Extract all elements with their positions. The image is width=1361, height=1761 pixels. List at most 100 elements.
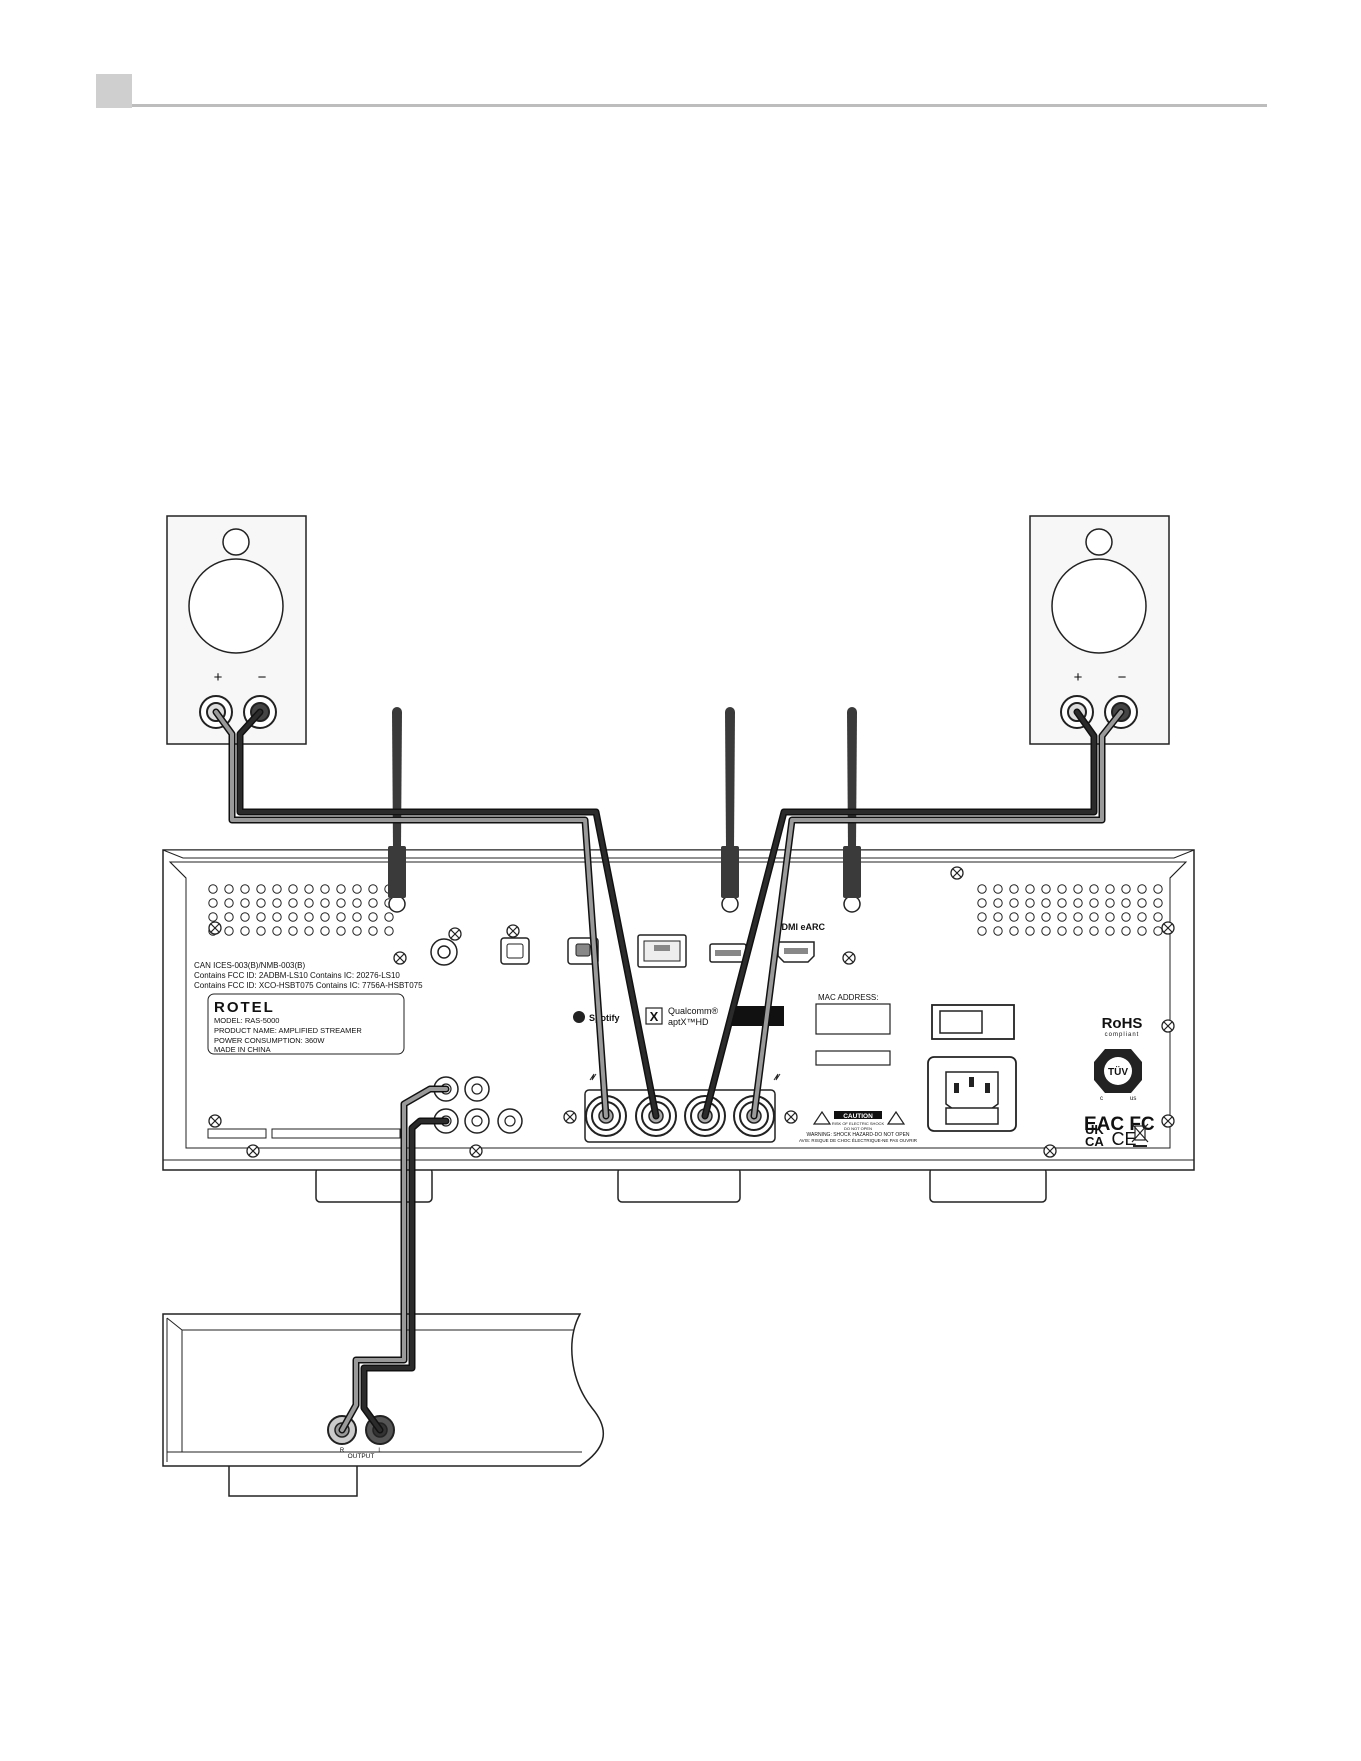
vent-hole <box>352 898 362 908</box>
qualcomm-icon-glyph: X <box>650 1009 659 1024</box>
vent-hole <box>1137 884 1147 894</box>
vent-hole <box>1121 898 1131 908</box>
vent-grid-right <box>977 884 1163 936</box>
vent-hole <box>1105 926 1115 936</box>
vent-hole <box>352 912 362 922</box>
output-label: OUTPUT <box>348 1453 375 1460</box>
rating-label <box>207 993 405 1055</box>
vent-hole <box>272 926 282 936</box>
shock-warning-icon <box>589 1073 597 1081</box>
header-rule <box>132 104 1267 107</box>
vent-hole <box>1041 898 1051 908</box>
model-text: MODEL: RAS-5000 <box>214 1016 279 1025</box>
vent-hole <box>304 912 314 922</box>
woofer-left <box>188 558 284 654</box>
caution-line-2: DO NOT OPEN <box>844 1126 872 1131</box>
vent-hole <box>1153 884 1163 894</box>
vent-hole <box>288 884 298 894</box>
vent-hole <box>288 898 298 908</box>
vent-hole <box>1057 912 1067 922</box>
vent-hole <box>1089 898 1099 908</box>
power-text: POWER CONSUMPTION: 360W <box>214 1036 325 1045</box>
vent-hole <box>1153 926 1163 936</box>
warning-line-2: AVIS: RISQUE DE CHOC ÉLECTRIQUE-NE PAS O… <box>799 1137 918 1143</box>
vent-hole <box>272 912 282 922</box>
spotify-text: Spotify <box>589 1013 620 1023</box>
vent-hole <box>256 912 266 922</box>
wifi-antennas <box>388 707 861 898</box>
qualcomm-text: Qualcomm® <box>668 1006 719 1016</box>
vent-hole <box>304 898 314 908</box>
vent-hole <box>993 912 1003 922</box>
vent-hole <box>977 898 987 908</box>
vent-grid-left <box>208 884 394 936</box>
vent-hole <box>1057 884 1067 894</box>
vent-hole <box>1089 926 1099 936</box>
vent-hole <box>1121 884 1131 894</box>
vent-hole <box>304 926 314 936</box>
foot <box>929 1167 1047 1203</box>
vent-hole <box>977 926 987 936</box>
speaker-left-plus-label: + <box>214 669 223 686</box>
vent-hole <box>1137 912 1147 922</box>
compliance-line-1: CAN ICES-003(B)/NMB-003(B) <box>194 961 305 970</box>
caution-title: CAUTION <box>843 1113 873 1120</box>
barcode-sticker <box>207 1128 267 1139</box>
foot <box>617 1167 741 1203</box>
ce-mark: CE <box>1111 1129 1136 1149</box>
vent-hole <box>368 898 378 908</box>
vent-hole <box>1041 884 1051 894</box>
speaker-left-minus-label: − <box>258 669 267 686</box>
vent-hole <box>1153 912 1163 922</box>
vent-hole <box>384 912 394 922</box>
vent-hole <box>1025 898 1035 908</box>
vent-hole <box>256 884 266 894</box>
lightning-warning-icon <box>812 1110 832 1125</box>
vent-hole <box>1073 898 1083 908</box>
vent-hole <box>336 884 346 894</box>
vent-hole <box>240 926 250 936</box>
speaker-right-minus-label: − <box>1118 669 1127 686</box>
spotify-logo: Spotify <box>573 1011 620 1023</box>
vent-hole <box>368 884 378 894</box>
vent-hole <box>288 912 298 922</box>
vent-hole <box>304 884 314 894</box>
qualcomm-aptx-logo: X Qualcomm® aptX™HD <box>645 1006 719 1027</box>
vent-hole <box>336 912 346 922</box>
section-marker <box>96 74 132 108</box>
vent-hole <box>368 926 378 936</box>
c-mark-text: c <box>1100 1096 1103 1102</box>
vent-hole <box>336 898 346 908</box>
vent-hole <box>977 884 987 894</box>
caution-label: CAUTION RISK OF ELECTRIC SHOCK DO NOT OP… <box>799 1110 918 1143</box>
vent-hole <box>1153 898 1163 908</box>
antenna <box>725 707 735 848</box>
vent-hole <box>993 926 1003 936</box>
vent-hole <box>1089 912 1099 922</box>
brand-logo: ROTEL <box>214 999 275 1016</box>
aptx-text: aptX™HD <box>668 1017 709 1027</box>
exclamation-warning-icon <box>886 1110 906 1125</box>
serial-sticker <box>815 1050 891 1066</box>
foot <box>228 1461 358 1497</box>
vent-hole <box>320 912 330 922</box>
vent-hole <box>1089 884 1099 894</box>
vent-hole <box>1009 884 1019 894</box>
vent-hole <box>1121 926 1131 936</box>
vent-hole <box>384 926 394 936</box>
vent-hole <box>1009 912 1019 922</box>
vent-hole <box>224 926 234 936</box>
vent-hole <box>1025 912 1035 922</box>
rohs-mark: RoHS <box>1102 1015 1143 1032</box>
vent-hole <box>1025 926 1035 936</box>
vent-hole <box>1137 898 1147 908</box>
origin-text: MADE IN CHINA <box>214 1045 271 1054</box>
tuv-mark: TÜV c us <box>1094 1049 1142 1102</box>
cables <box>212 708 1125 1434</box>
hdmi-label: HDMI eARC <box>775 922 826 932</box>
vent-hole <box>368 912 378 922</box>
antenna <box>847 707 857 848</box>
speaker-right: + − <box>1029 515 1170 745</box>
vent-hole <box>240 912 250 922</box>
vent-hole <box>1105 912 1115 922</box>
